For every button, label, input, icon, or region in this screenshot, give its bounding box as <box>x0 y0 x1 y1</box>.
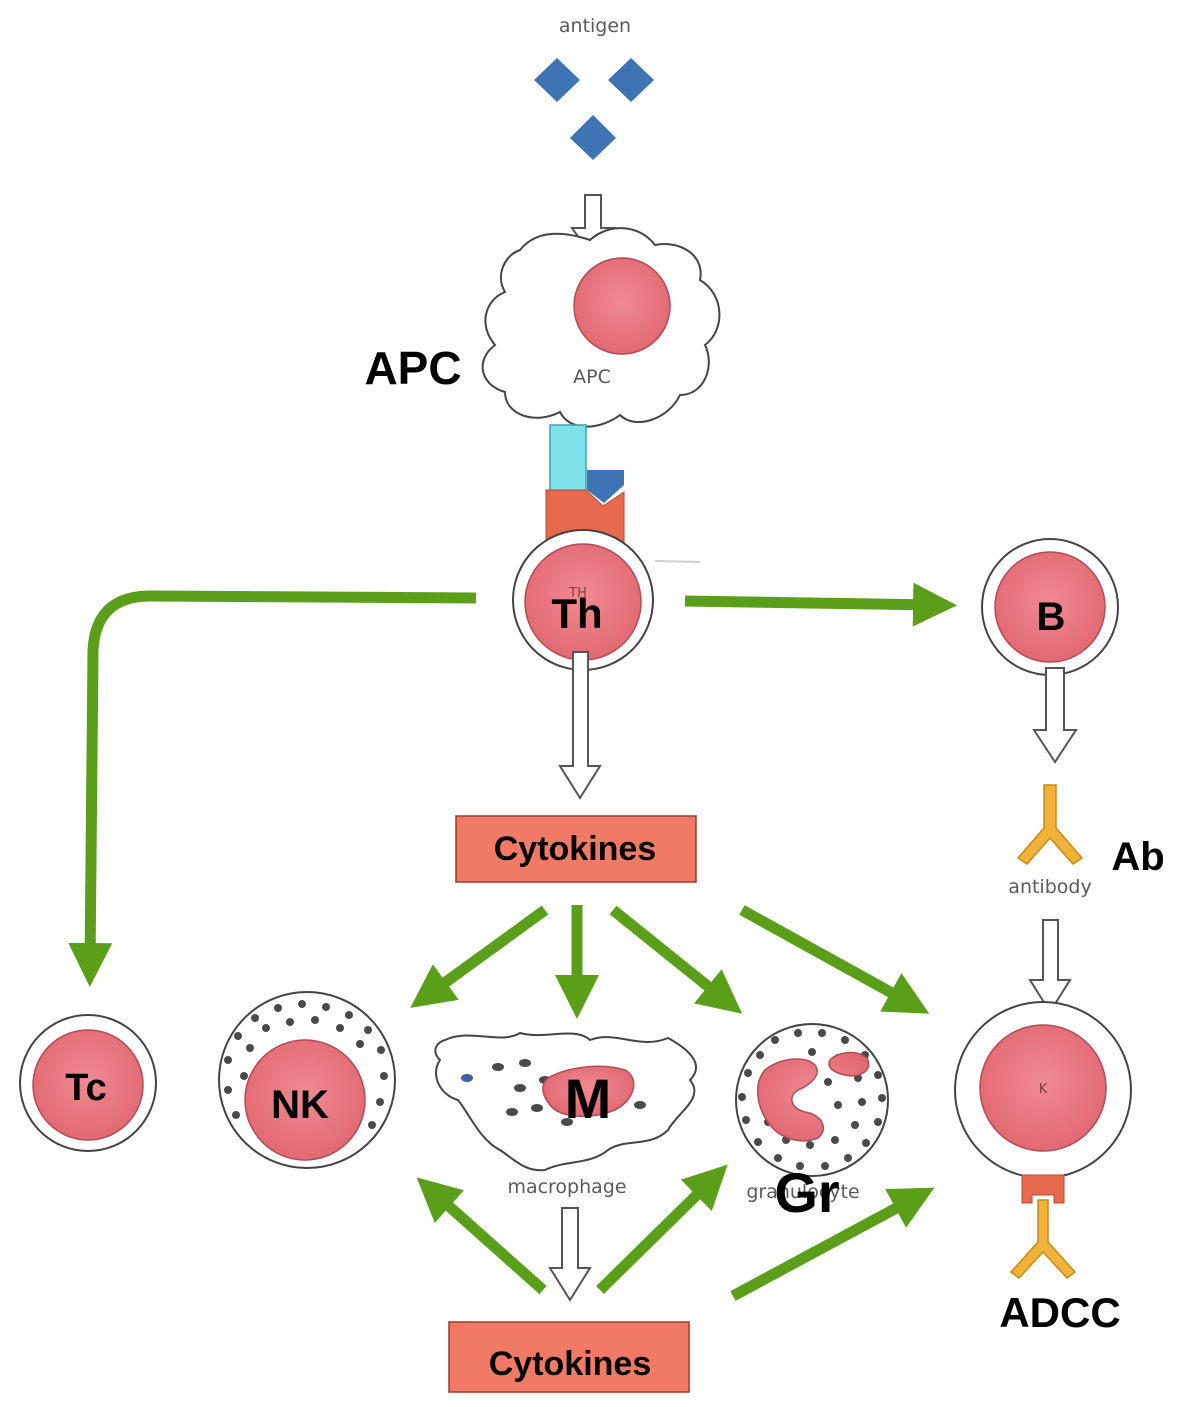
macrophage-label: macrophage <box>507 1176 626 1198</box>
th-inner-label: TH <box>568 586 587 601</box>
b-nucleus <box>994 551 1106 663</box>
hollow-arrow-antibody-to-k <box>1028 919 1072 1014</box>
tc-label: Tc <box>65 1067 107 1109</box>
gr-label: Gr <box>774 1161 839 1224</box>
nk-label: NK <box>271 1083 329 1127</box>
granulocyte-nucleus <box>757 1051 870 1142</box>
nk-granules <box>224 1000 388 1129</box>
m-label: M <box>565 1067 612 1130</box>
mhc-molecule <box>549 424 587 492</box>
apc-label: APC <box>364 342 461 394</box>
k-nucleus <box>979 1024 1107 1152</box>
antibody-label: antibody <box>1008 876 1091 898</box>
green-arrow-cytokines-to-k <box>739 905 930 1014</box>
th-label: Th <box>551 590 602 637</box>
green-arrow-bottom-cytokines-to-gr <box>596 1164 728 1294</box>
apc-inner-label: APC <box>573 366 611 388</box>
ab-label: Ab <box>1111 835 1164 879</box>
antigen-label: antigen <box>559 15 631 37</box>
green-arrow-th-to-b <box>684 582 957 627</box>
b-label: B <box>1037 595 1066 639</box>
hollow-arrow-b-to-antibody <box>1032 667 1078 764</box>
nk-nucleus <box>244 1039 366 1161</box>
macrophage-granule-blue <box>461 1074 473 1082</box>
cytokines-box-bottom <box>448 1321 690 1393</box>
antibody-icon <box>1016 784 1084 865</box>
apc-nucleus <box>573 257 671 355</box>
cytokines-box-top <box>455 815 697 883</box>
cytokines-bottom-label: Cytokines <box>489 1345 652 1383</box>
fc-receptor <box>1021 1174 1065 1204</box>
cytokines-top-label: Cytokines <box>494 830 657 868</box>
tc-nucleus <box>32 1029 144 1141</box>
hollow-arrow-macrophage-to-cytokines <box>548 1207 592 1302</box>
antigen-peptide-icon <box>587 470 624 503</box>
green-arrow-cytokines-to-nk <box>410 905 549 1008</box>
hollow-arrow-th-to-cytokines <box>558 651 602 800</box>
antigen-icon <box>534 58 654 160</box>
macrophage-nucleus <box>542 1065 635 1118</box>
granulocyte-label: granulocyte <box>746 1181 859 1203</box>
green-arrow-bottom-cytokines-to-k <box>730 1187 935 1301</box>
k-label: K <box>1039 1082 1048 1097</box>
green-arrow-th-to-tc <box>68 590 477 987</box>
th-tick-mark <box>654 560 701 563</box>
green-arrow-cytokines-to-gr <box>609 905 743 1014</box>
adcc-label: ADCC <box>999 1289 1120 1336</box>
bound-antibody-icon <box>1009 1199 1077 1280</box>
green-arrow-bottom-cytokines-to-nk <box>416 1177 547 1295</box>
